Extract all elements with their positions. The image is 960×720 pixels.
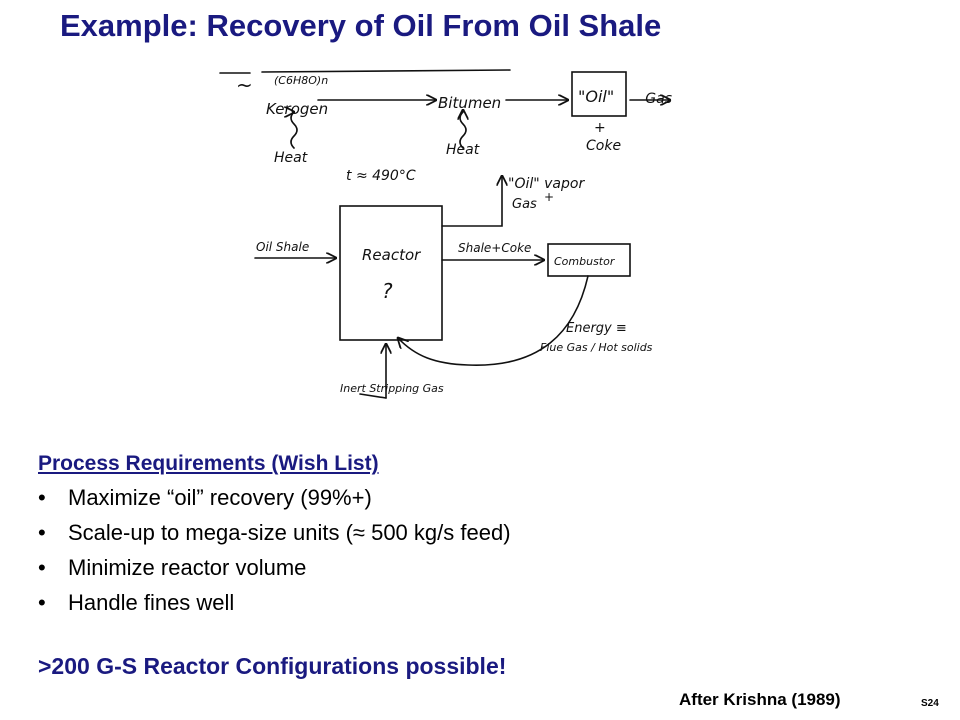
- flue-gas-label: Flue Gas / Hot solids: [540, 341, 653, 354]
- requirement-item: Minimize reactor volume: [38, 550, 918, 585]
- reactor-label: Reactor: [362, 246, 421, 264]
- oil-shale-label: Oil Shale: [256, 240, 309, 254]
- temperature-label: t ≈ 490°C: [346, 168, 416, 184]
- requirement-item: Handle fines well: [38, 585, 918, 620]
- slide-number: S24: [921, 698, 939, 709]
- reactor-question-label: ?: [382, 279, 393, 303]
- oil-label: "Oil": [578, 87, 614, 106]
- requirements-section: Process Requirements (Wish List) Maximiz…: [38, 452, 918, 620]
- conclusion-text: >200 G-S Reactor Configurations possible…: [38, 653, 507, 679]
- kerogen-formula-label: (C6H8O)n: [274, 74, 328, 87]
- gas-label: Gas: [645, 91, 672, 107]
- inert-gas-label: Inert Stripping Gas: [340, 382, 444, 395]
- gas-plus-label: +: [544, 190, 554, 204]
- requirement-item: Maximize “oil” recovery (99%+): [38, 480, 918, 515]
- requirement-item: Scale-up to mega-size units (≈ 500 kg/s …: [38, 515, 918, 550]
- bitumen-label: Bitumen: [438, 94, 501, 112]
- combustor-label: Combustor: [554, 255, 616, 268]
- slide-title: Example: Recovery of Oil From Oil Shale: [60, 8, 662, 43]
- shale-coke-label: Shale+Coke: [458, 241, 531, 255]
- tilde-label: ~: [236, 73, 253, 97]
- plus-label: +: [594, 120, 606, 136]
- vapor-gas-label: Gas: [512, 197, 537, 212]
- heat-label-2: Heat: [446, 142, 480, 158]
- coke-label: Coke: [586, 138, 621, 154]
- requirements-heading: Process Requirements (Wish List): [38, 452, 379, 475]
- attribution-text: After Krishna (1989): [679, 690, 841, 709]
- requirements-list: Maximize “oil” recovery (99%+) Scale-up …: [38, 480, 918, 620]
- kerogen-label: Kerogen: [266, 100, 328, 118]
- oil-vapor-label: "Oil" vapor: [508, 176, 585, 192]
- process-sketch: ~ (C6H8O)n Kerogen Bitumen "Oil" Gas + C…: [219, 69, 672, 399]
- energy-label: Energy ≡: [566, 321, 627, 336]
- heat-label-1: Heat: [274, 150, 308, 166]
